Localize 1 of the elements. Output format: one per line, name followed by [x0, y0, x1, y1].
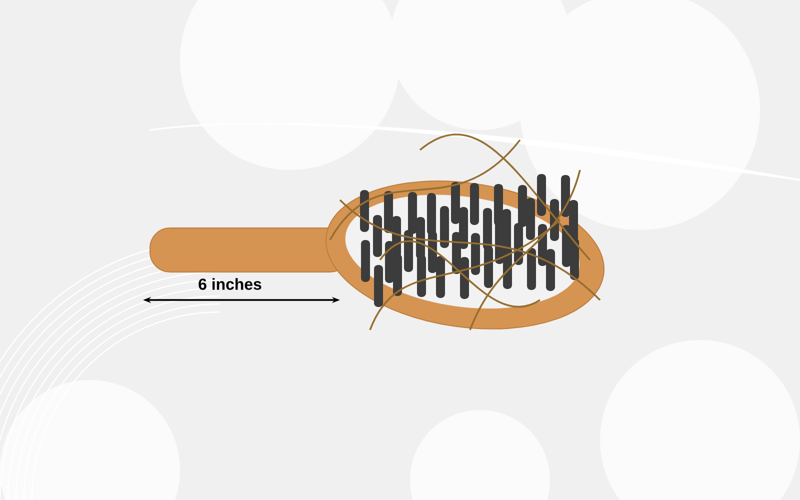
dimension-label: 6 inches	[198, 278, 262, 290]
